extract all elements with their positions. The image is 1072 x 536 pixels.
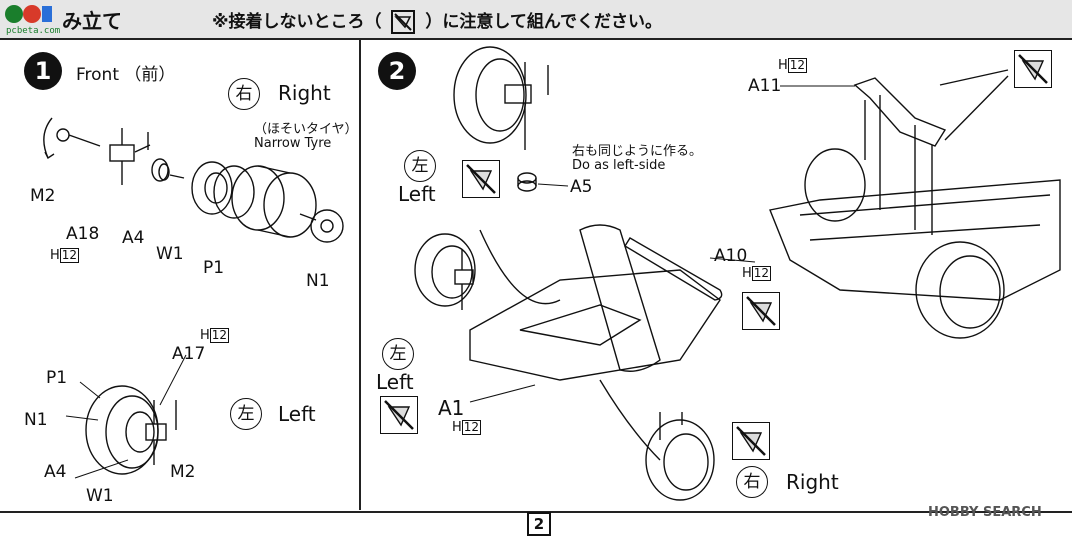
chassis-right-drawing	[769, 69, 1061, 339]
leader-lines	[65, 85, 855, 479]
left-kanji-circle: 左	[230, 398, 262, 430]
step2-right-kanji-circle: 右	[736, 466, 768, 498]
step2-right-label: Right	[786, 470, 839, 494]
glue-icon	[462, 160, 500, 198]
site-logo: pcbeta.com	[2, 2, 60, 36]
no-glue-icon	[391, 10, 416, 34]
step-2-badge: 2	[378, 52, 416, 90]
panel-divider	[359, 40, 361, 510]
header-bar: pcbeta.com み立て ※接着しないところ（ ）に注意して組んでください。	[0, 0, 1072, 40]
glue-note-prefix: ※接着しないところ（	[212, 12, 382, 32]
step2-left-label: Left	[398, 182, 436, 206]
part-label-a17: A17	[172, 344, 206, 364]
part-label-m2: M2	[30, 186, 56, 206]
left-wheel-assembled-drawing	[85, 385, 177, 475]
narrow-tyre-en: Narrow Tyre	[254, 136, 332, 151]
part-label-n1: N1	[306, 271, 330, 291]
glue-icon	[732, 422, 770, 460]
part-label-a4-b: A4	[44, 462, 67, 482]
glue-icon	[742, 292, 780, 330]
part-label-w1-b: W1	[86, 486, 114, 506]
same-side-en: Do as left-side	[572, 158, 666, 173]
part-label-w1: W1	[156, 244, 184, 264]
part-label-a1: A1	[438, 396, 465, 420]
part-label-a4: A4	[122, 228, 145, 248]
bushing-a4-drawing	[151, 158, 185, 182]
chassis-main-drawing	[414, 224, 723, 501]
part-label-a5: A5	[570, 177, 593, 197]
tyre-p1-drawing	[231, 165, 317, 238]
part-label-a11: A11	[748, 76, 782, 96]
step2-left2-kanji-circle: 左	[382, 338, 414, 370]
logo-graphic	[5, 5, 52, 23]
section-title: み立て	[62, 9, 122, 33]
step-1-heading: Front （前）	[76, 65, 176, 85]
part-label-a10: A10	[714, 246, 748, 266]
step2-left-kanji-circle: 左	[404, 150, 436, 182]
glue-icon	[380, 396, 418, 434]
narrow-tyre-jp: （ほそいタイヤ）	[254, 122, 358, 137]
page-number: 2	[527, 512, 551, 536]
wheel-w1-drawing	[191, 161, 255, 219]
right-label: Right	[278, 81, 331, 105]
step-1-badge: 1	[24, 52, 62, 90]
glue-note: ※接着しないところ（ ）に注意して組んでください。	[212, 7, 662, 34]
axle-a18-drawing	[109, 128, 151, 185]
screw-m2-drawing	[43, 117, 101, 160]
part-label-a18: A18	[66, 224, 100, 244]
right-kanji-circle: 右	[228, 78, 260, 110]
glue-icon	[1014, 50, 1052, 88]
part-label-n1-b: N1	[24, 410, 48, 430]
part-label-m2-b: M2	[170, 462, 196, 482]
step2-left-wheel-drawing	[453, 46, 549, 192]
nut-n1-drawing	[310, 209, 344, 243]
part-label-p1-b: P1	[46, 368, 68, 388]
step2-left2-label: Left	[376, 370, 414, 394]
logo-text: pcbeta.com	[6, 26, 61, 36]
part-label-p1: P1	[203, 258, 225, 278]
same-side-jp: 右も同じように作る。	[572, 144, 703, 159]
left-label: Left	[278, 402, 316, 426]
hobby-search-watermark: HOBBY SEARCH	[928, 505, 1042, 520]
glue-note-suffix: ）に注意して組んでください。	[425, 12, 663, 32]
